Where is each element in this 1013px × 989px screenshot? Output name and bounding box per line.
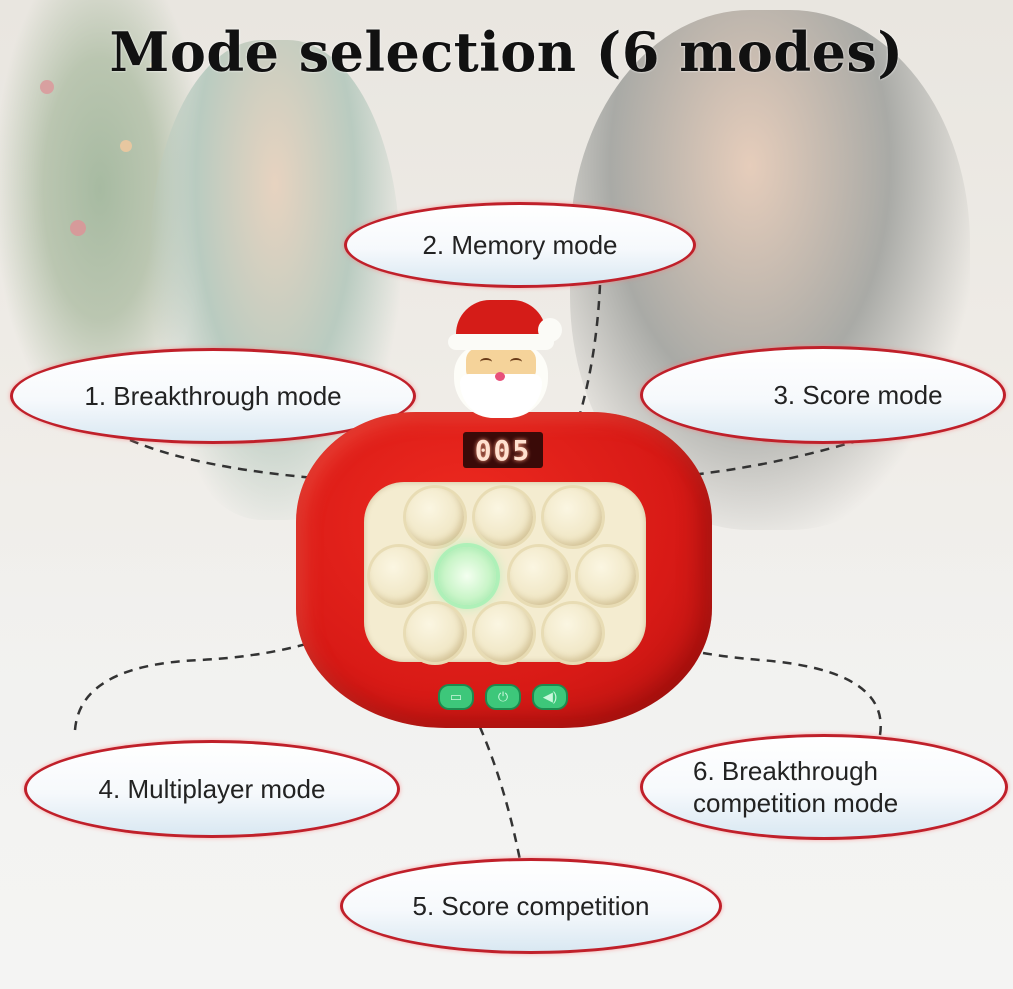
score-display: 005 [463, 432, 543, 468]
pop-button[interactable] [544, 604, 602, 662]
page-title: Mode selection (6 modes) [109, 20, 904, 84]
mode-label-line2: competition mode [693, 788, 899, 818]
mode-bubble-5[interactable]: 5. Score competition [340, 858, 722, 954]
mode-label-line1: 6. Breakthrough [693, 755, 879, 786]
pop-button[interactable] [406, 488, 464, 546]
pop-button-lit[interactable] [438, 547, 496, 605]
mode-label: 5. Score competition [412, 890, 650, 921]
mode-label: 3. Score mode [773, 379, 943, 410]
pop-button[interactable] [510, 547, 568, 605]
pop-button[interactable] [475, 488, 533, 546]
pop-button[interactable] [370, 547, 428, 605]
power-icon[interactable]: ⏻ [487, 686, 519, 708]
mode-label: 1. Breakthrough mode [84, 380, 342, 411]
mode-label: 2. Memory mode [422, 229, 618, 260]
sound-icon[interactable]: ◀) [534, 686, 566, 708]
mode-label: 4. Multiplayer mode [98, 773, 326, 804]
connector-mode-4 [73, 569, 407, 731]
connector-mode-2 [504, 284, 602, 520]
santa-hat [456, 300, 546, 340]
mode-bubble-4[interactable]: 4. Multiplayer mode [24, 740, 400, 838]
connector-mode-5 [455, 571, 522, 861]
mode-bubble-2[interactable]: 2. Memory mode [344, 202, 696, 288]
pop-button[interactable] [406, 604, 464, 662]
pop-button[interactable] [544, 488, 602, 546]
mode-bubble-3[interactable]: 3. Score mode [640, 346, 1006, 444]
pop-button[interactable] [475, 604, 533, 662]
mode-bubble-6[interactable]: 6. Breakthrough competition mode [640, 734, 1008, 840]
pop-button[interactable] [578, 547, 636, 605]
santa-topper [436, 300, 566, 424]
mode-icon[interactable]: ▭ [440, 686, 472, 708]
mode-bubble-1[interactable]: 1. Breakthrough mode [10, 348, 416, 444]
